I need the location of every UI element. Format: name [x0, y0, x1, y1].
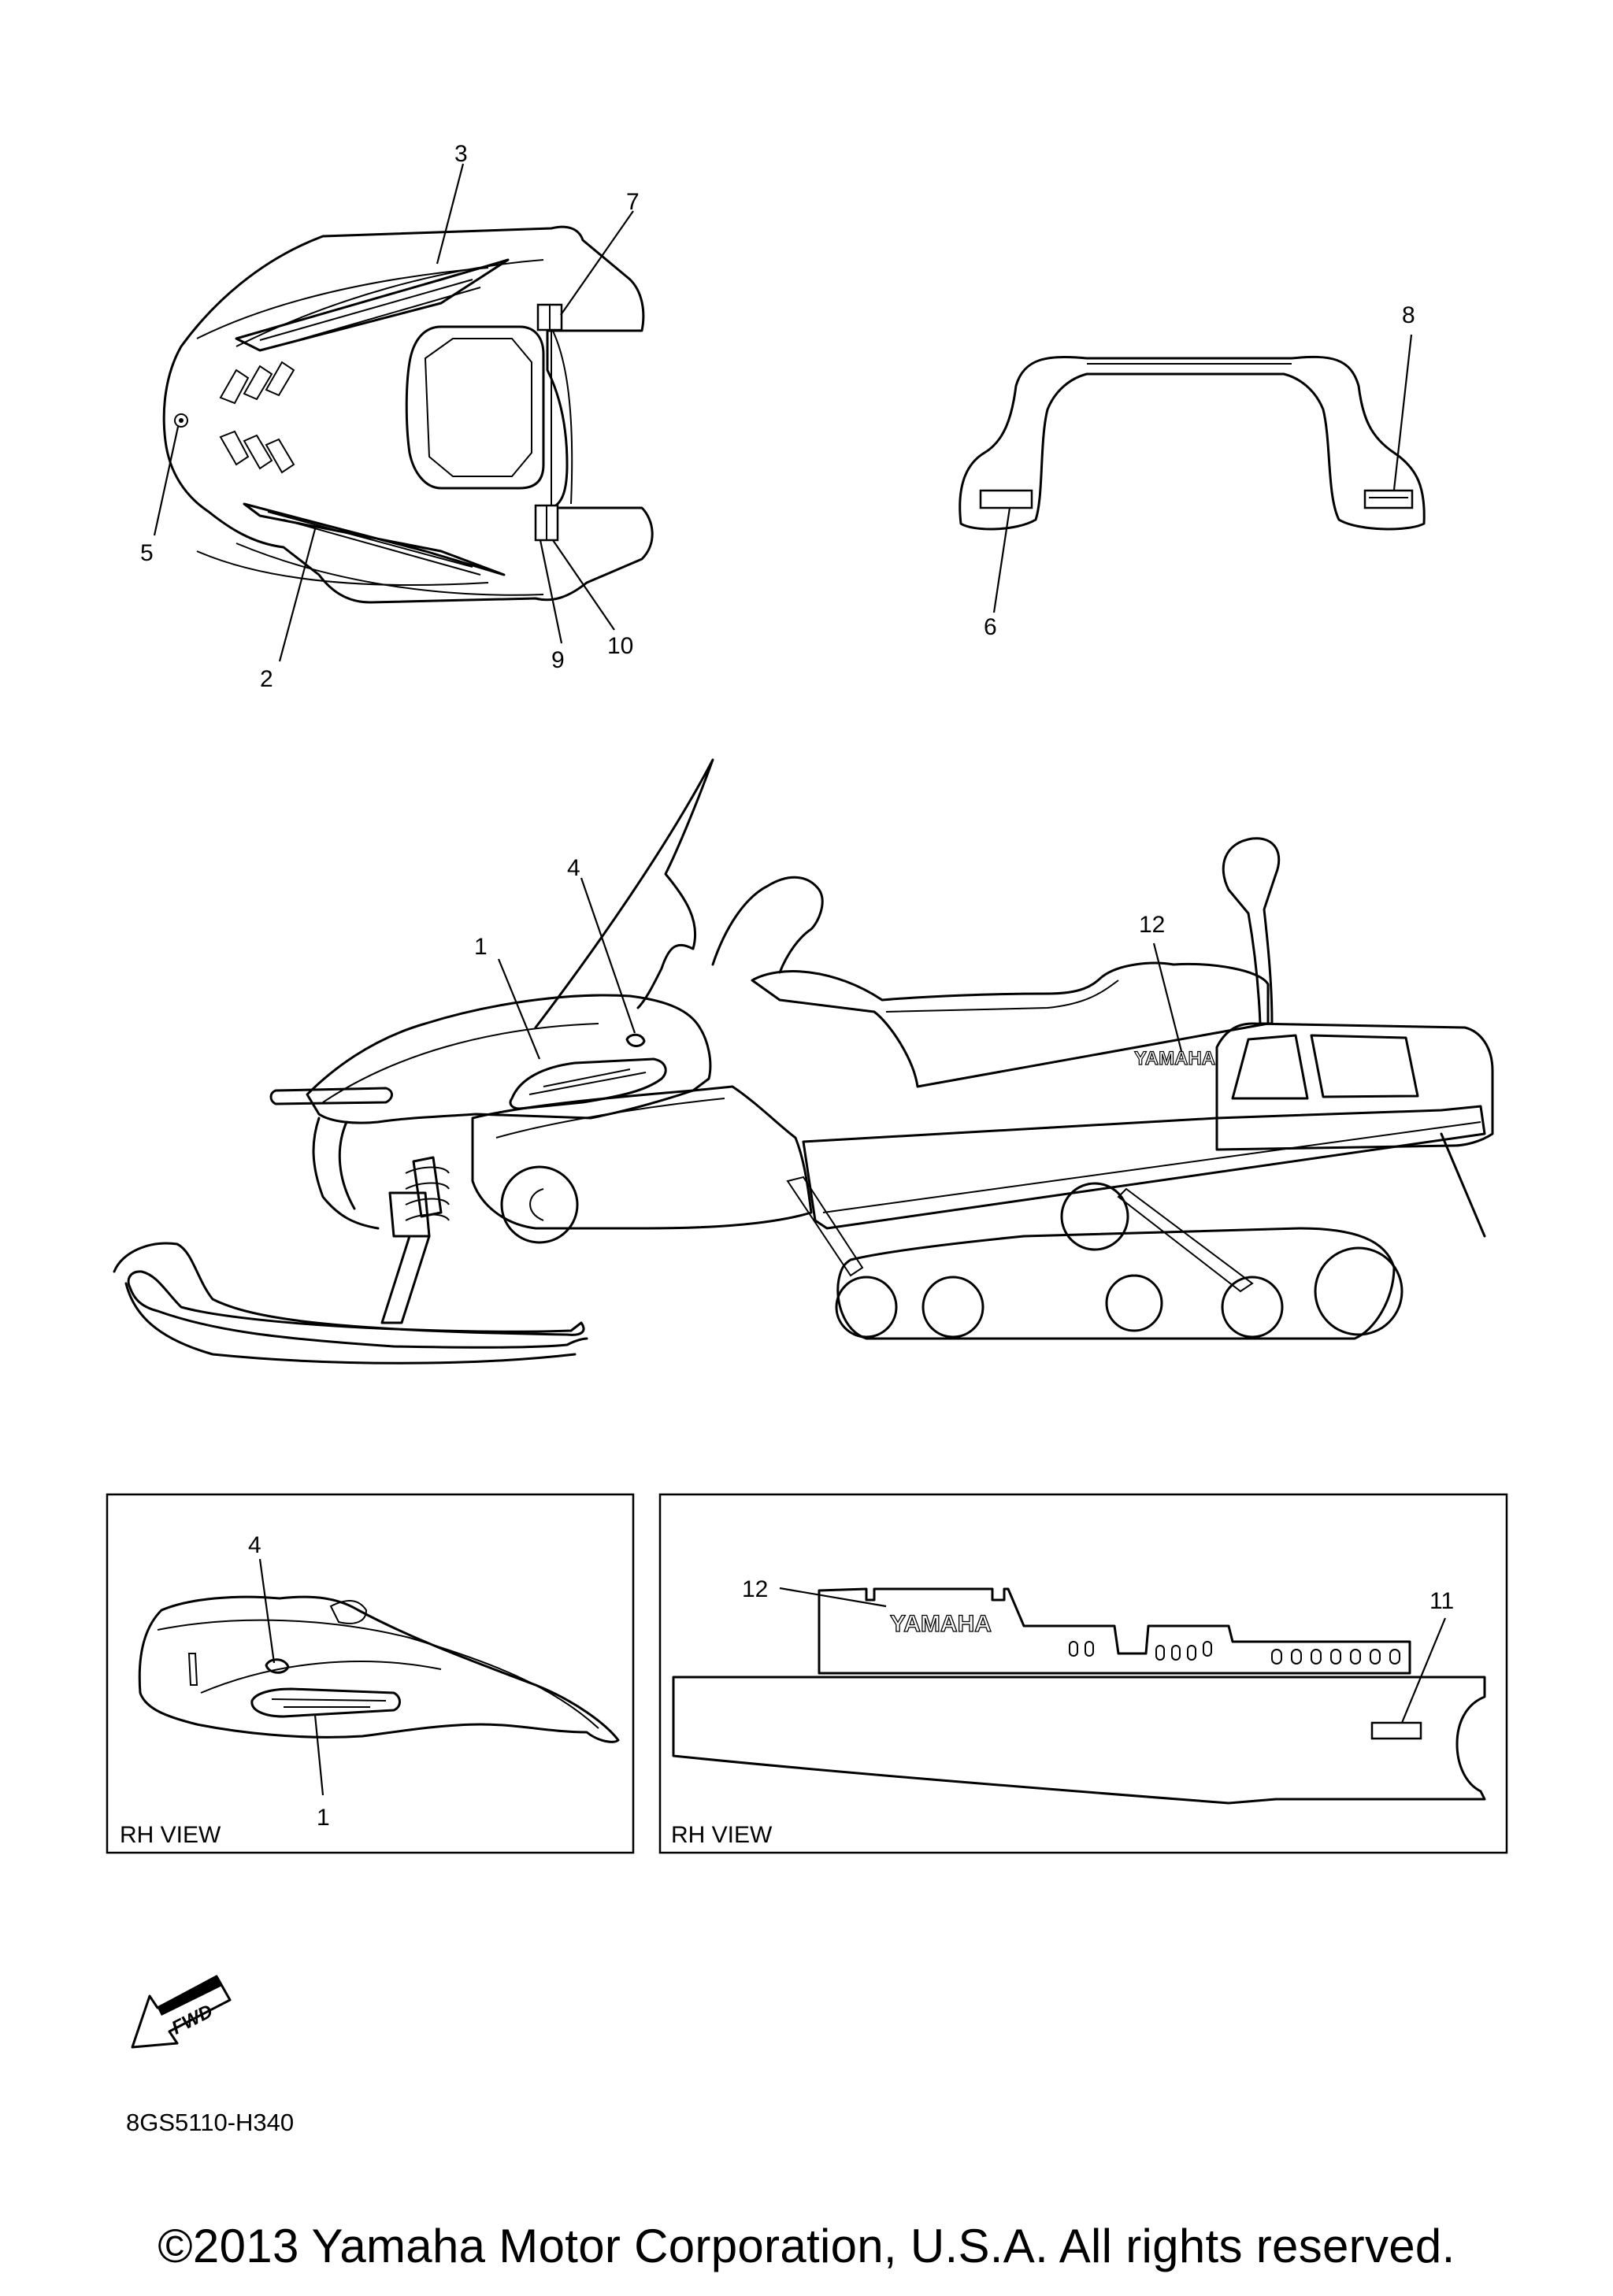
inset-left-frame [106, 1493, 635, 1854]
rh-view-label-right: RH VIEW [671, 1822, 773, 1848]
callout-10: 10 [607, 633, 633, 659]
hood-top-view [162, 225, 654, 604]
callout-6: 6 [984, 614, 997, 640]
yamaha-side-decal: YAMAHA [1134, 1048, 1215, 1069]
callout-4-side: 4 [567, 855, 580, 881]
diagram-code: 8GS5110-H340 [126, 2109, 295, 2136]
inset-hood-rh-view [138, 1595, 620, 1743]
callout-11-inset: 11 [1429, 1588, 1454, 1614]
yamaha-inset-decal: YAMAHA [890, 1611, 992, 1637]
inset-right-frame [658, 1493, 1508, 1854]
callout-12-inset: 12 [742, 1576, 768, 1602]
callout-1-side: 1 [474, 934, 488, 960]
copyright-notice: ©2013 Yamaha Motor Corporation, U.S.A. A… [158, 2220, 1455, 2272]
snowmobile-side-view: YAMAHA [113, 758, 1494, 1365]
callout-3: 3 [454, 141, 468, 167]
callout-1-inset: 1 [317, 1805, 330, 1831]
callout-2: 2 [260, 666, 273, 692]
callout-9: 9 [551, 647, 565, 673]
rh-view-label-left: RH VIEW [120, 1822, 221, 1848]
callout-12-side: 12 [1139, 912, 1165, 938]
inset-rear-rh-view: YAMAHA [672, 1587, 1486, 1805]
callout-4-inset: 4 [248, 1532, 261, 1558]
callout-7: 7 [626, 189, 640, 215]
rear-fender [959, 355, 1426, 531]
callout-8: 8 [1402, 302, 1415, 328]
fwd-arrow-icon: FWD [131, 1975, 232, 2049]
callout-5: 5 [140, 540, 154, 566]
